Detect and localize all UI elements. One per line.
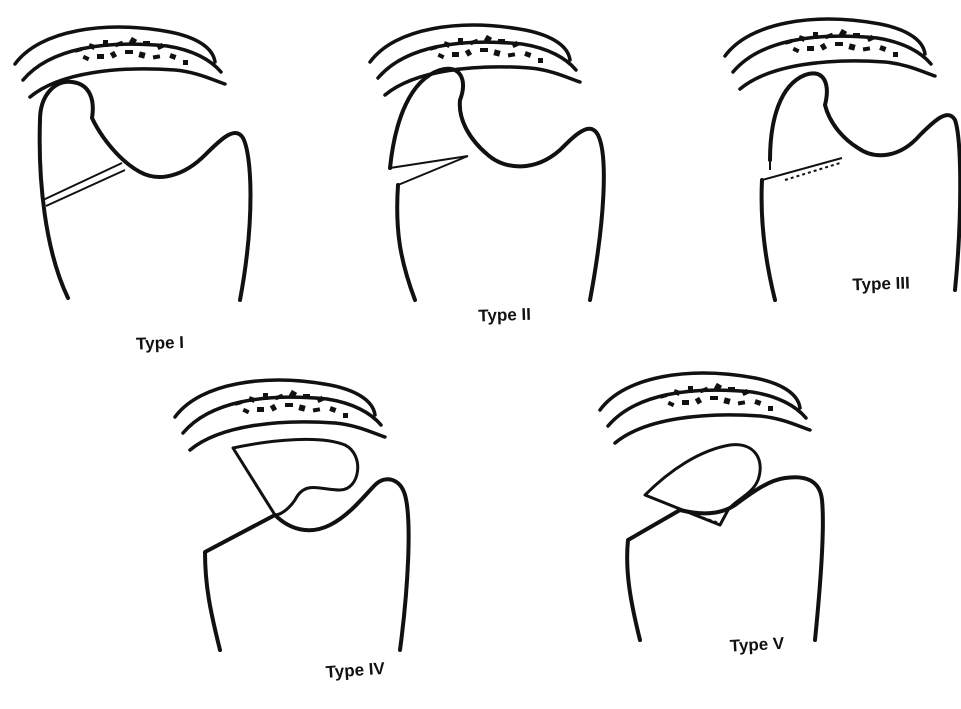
fracture-line xyxy=(762,158,842,180)
panel-label: Type III xyxy=(852,273,910,294)
panel-label: Type I xyxy=(136,333,185,354)
panel-type-4: Type IV xyxy=(175,380,409,682)
acetabular-roof xyxy=(15,27,225,97)
femoral-outline xyxy=(390,69,604,300)
panel-label: Type V xyxy=(729,634,785,656)
acetabular-roof xyxy=(725,19,935,89)
panel-type-2: Type II xyxy=(370,25,604,325)
panel-label: Type IV xyxy=(325,659,386,682)
panel-type-5: Type V xyxy=(600,373,823,656)
fracture-line xyxy=(205,515,275,552)
panel-type-1: Type I xyxy=(15,27,251,353)
femoral-outline xyxy=(205,479,409,650)
panel-label: Type II xyxy=(478,305,531,326)
displaced-epiphysis xyxy=(233,439,358,515)
fracture-line xyxy=(43,163,125,206)
acetabular-roof xyxy=(370,25,580,95)
panel-type-3: Type III xyxy=(725,19,960,300)
femoral-outline xyxy=(762,73,961,300)
acetabular-roof xyxy=(600,373,810,443)
fracture-line xyxy=(390,156,468,185)
femoral-outline xyxy=(40,82,251,300)
femoral-outline xyxy=(627,477,823,640)
